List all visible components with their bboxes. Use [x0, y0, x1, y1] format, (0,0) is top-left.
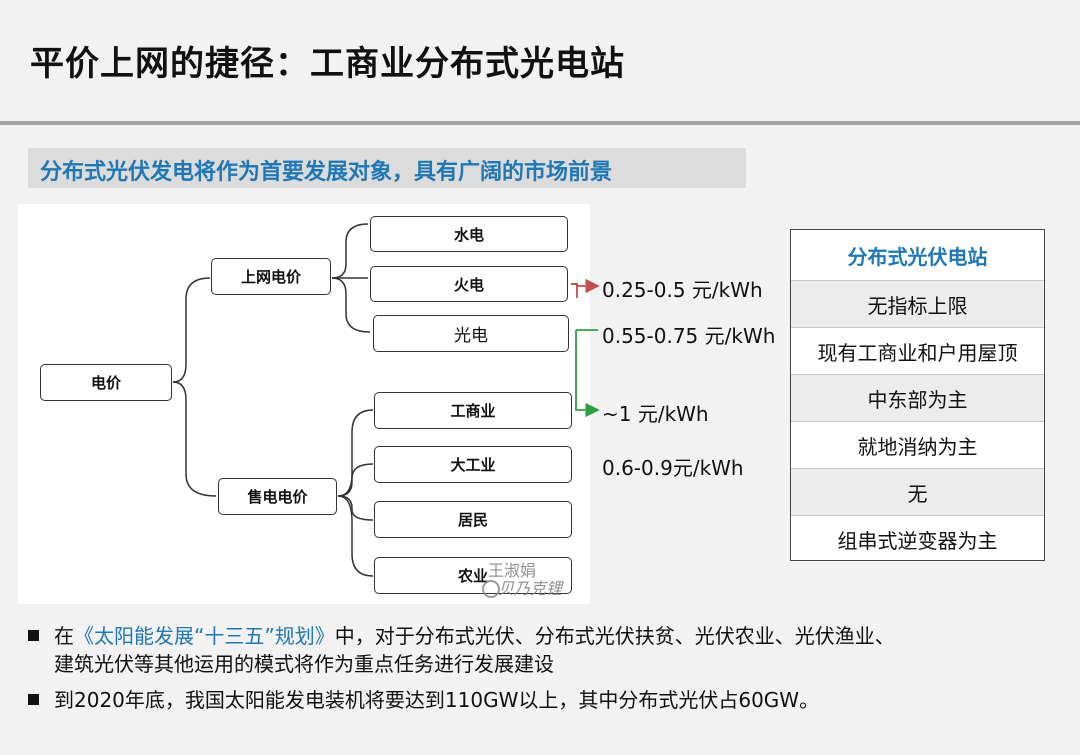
table-row: 就地消纳为主 [791, 422, 1044, 469]
bullet-text-continued: 建筑光伏等其他运用的模式将作为重点任务进行发展建设 [54, 652, 554, 676]
watermark-line1: 王淑娟 [488, 561, 537, 580]
price-commercial: ~1 元/kWh [602, 402, 709, 426]
plan-title-highlight: 《太阳能发展“十三五”规划》 [74, 624, 335, 648]
watermark-line2: 贝乃克锂 [498, 579, 563, 598]
watermark: 王淑娟 贝乃克锂 [482, 561, 598, 602]
tree-connectors [172, 223, 374, 577]
node-hydro: 水电 [370, 216, 568, 252]
brace-sale-3 [337, 495, 374, 521]
node-agriculture: 农业 [374, 557, 572, 594]
bullet-text: 到2020年底，我国太阳能发电装机将要达到110GW以上，其中分布式光伏占60G… [54, 688, 820, 712]
brace-sale-2 [337, 463, 374, 497]
price-industry: 0.6-0.9元/kWh [602, 456, 744, 480]
title-divider [0, 121, 1080, 125]
arrow-solar-commercial [575, 330, 600, 418]
brace-root-bottom [172, 381, 217, 497]
table-row: 无指标上限 [791, 281, 1044, 328]
brace-root-top [172, 277, 211, 383]
table-row: 现有工商业和户用屋顶 [791, 328, 1044, 375]
subtitle-banner: 分布式光伏发电将作为首要发展对象，具有广阔的市场前景 [28, 148, 746, 188]
node-root: 电价 [40, 364, 172, 401]
bullet-square-icon [28, 694, 39, 705]
table-row: 无 [791, 469, 1044, 516]
watermark-icon [482, 580, 500, 598]
node-residential: 居民 [374, 501, 572, 538]
subtitle-text: 分布式光伏发电将作为首要发展对象，具有广阔的市场前景 [40, 160, 613, 185]
brace-sale-top [337, 409, 374, 497]
node-large-industry: 大工业 [374, 446, 572, 483]
table-header: 分布式光伏电站 [791, 230, 1044, 281]
node-grid-price: 上网电价 [211, 258, 331, 295]
brace-sale-bottom [337, 495, 374, 577]
price-arrows [571, 278, 600, 418]
distributed-pv-table: 分布式光伏电站 无指标上限 现有工商业和户用屋顶 中东部为主 就地消纳为主 无 … [790, 229, 1045, 561]
bullet-text-post: 中，对于分布式光伏、分布式光伏扶贫、光伏农业、光伏渔业、 [334, 624, 895, 648]
bullet-item-plan: 在《太阳能发展“十三五”规划》中，对于分布式光伏、分布式光伏扶贫、光伏农业、光伏… [28, 622, 1068, 678]
price-solar-grid: 0.55-0.75 元/kWh [602, 324, 776, 348]
price-thermal: 0.25-0.5 元/kWh [602, 278, 763, 302]
node-sale-price: 售电电价 [218, 478, 337, 515]
brace-grid-bottom [331, 277, 371, 333]
table-row: 组串式逆变器为主 [837, 529, 998, 553]
bullet-square-icon [28, 630, 39, 641]
node-commercial: 工商业 [374, 392, 572, 429]
price-tree-diagram: 电价 上网电价 售电电价 水电 火电 光电 工商业 大工业 居民 农业 王淑娟 … [18, 204, 590, 604]
table-row: 中东部为主 [791, 375, 1044, 422]
bullet-text-pre: 在 [54, 624, 74, 648]
node-solar: 光电 [373, 315, 569, 352]
node-thermal: 火电 [370, 266, 568, 302]
arrow-thermal-stem [571, 283, 578, 298]
bullet-list: 在《太阳能发展“十三五”规划》中，对于分布式光伏、分布式光伏扶贫、光伏农业、光伏… [28, 622, 1068, 722]
brace-grid-top [331, 223, 369, 279]
bullet-item-capacity: 到2020年底，我国太阳能发电装机将要达到110GW以上，其中分布式光伏占60G… [28, 686, 1068, 714]
page-title: 平价上网的捷径：工商业分布式光电站 [30, 44, 625, 84]
